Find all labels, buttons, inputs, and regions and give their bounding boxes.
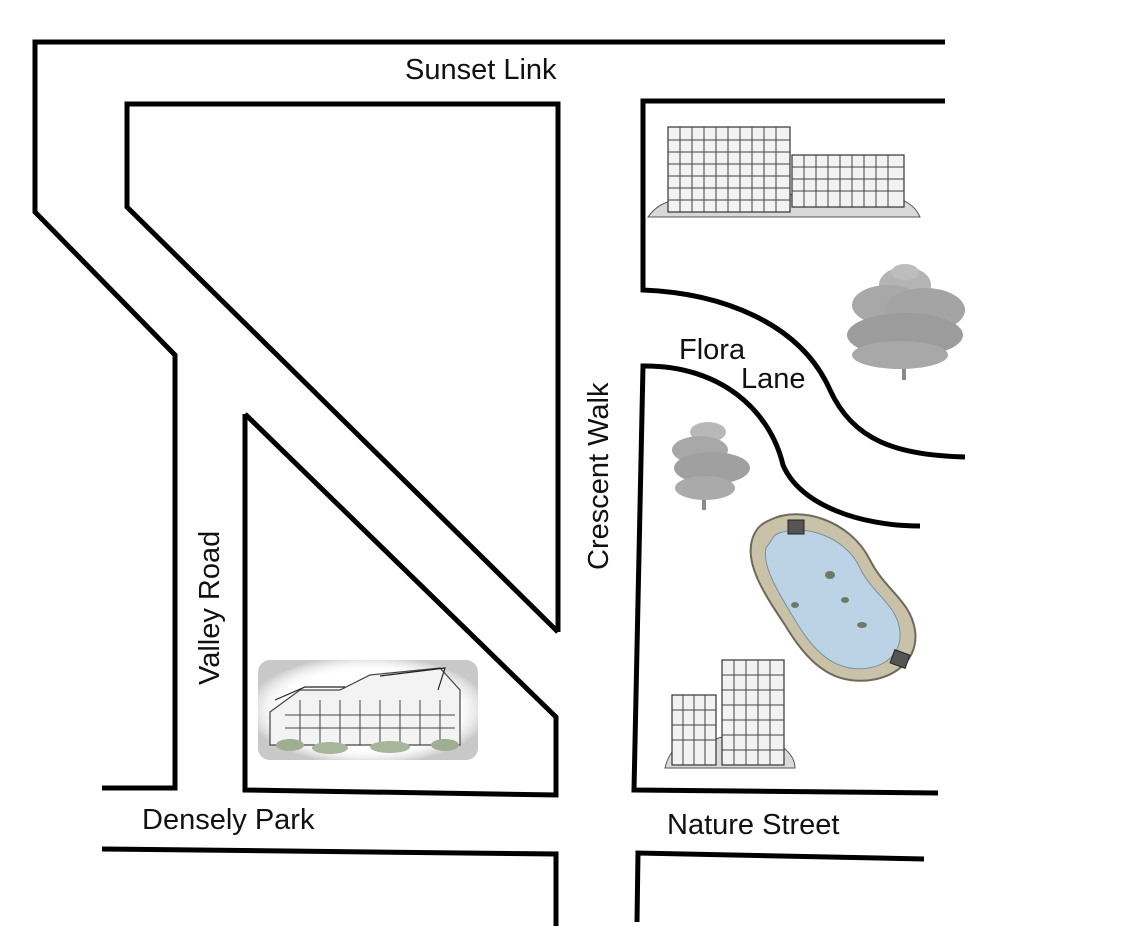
label-flora: Flora — [679, 334, 746, 366]
label-sunset-link: Sunset Link — [405, 54, 557, 86]
apartment-buildings-icon — [647, 126, 921, 218]
pond-icon — [749, 513, 917, 682]
label-valley-road: Valley Road — [194, 531, 226, 685]
apartment-tower-icon — [664, 659, 796, 769]
road-edge-south-block — [242, 412, 559, 798]
label-densely-park: Densely Park — [142, 804, 315, 836]
low-rise-building-icon — [258, 660, 478, 760]
label-nature-street: Nature Street — [667, 809, 839, 841]
road-edge-northeast-block — [640, 98, 966, 460]
tree-icon-small — [672, 422, 750, 510]
road-network — [32, 39, 966, 926]
road-edge-north-block — [124, 101, 561, 634]
road-edge-densely-park-south — [101, 846, 559, 926]
road-edge-nature-street-south — [634, 850, 925, 923]
tree-icon — [847, 264, 965, 380]
label-crescent-walk: Crescent Walk — [583, 382, 615, 570]
road-edge-east-block — [631, 363, 939, 796]
label-lane: Lane — [741, 363, 806, 395]
road-edge-outer-west — [32, 39, 945, 791]
